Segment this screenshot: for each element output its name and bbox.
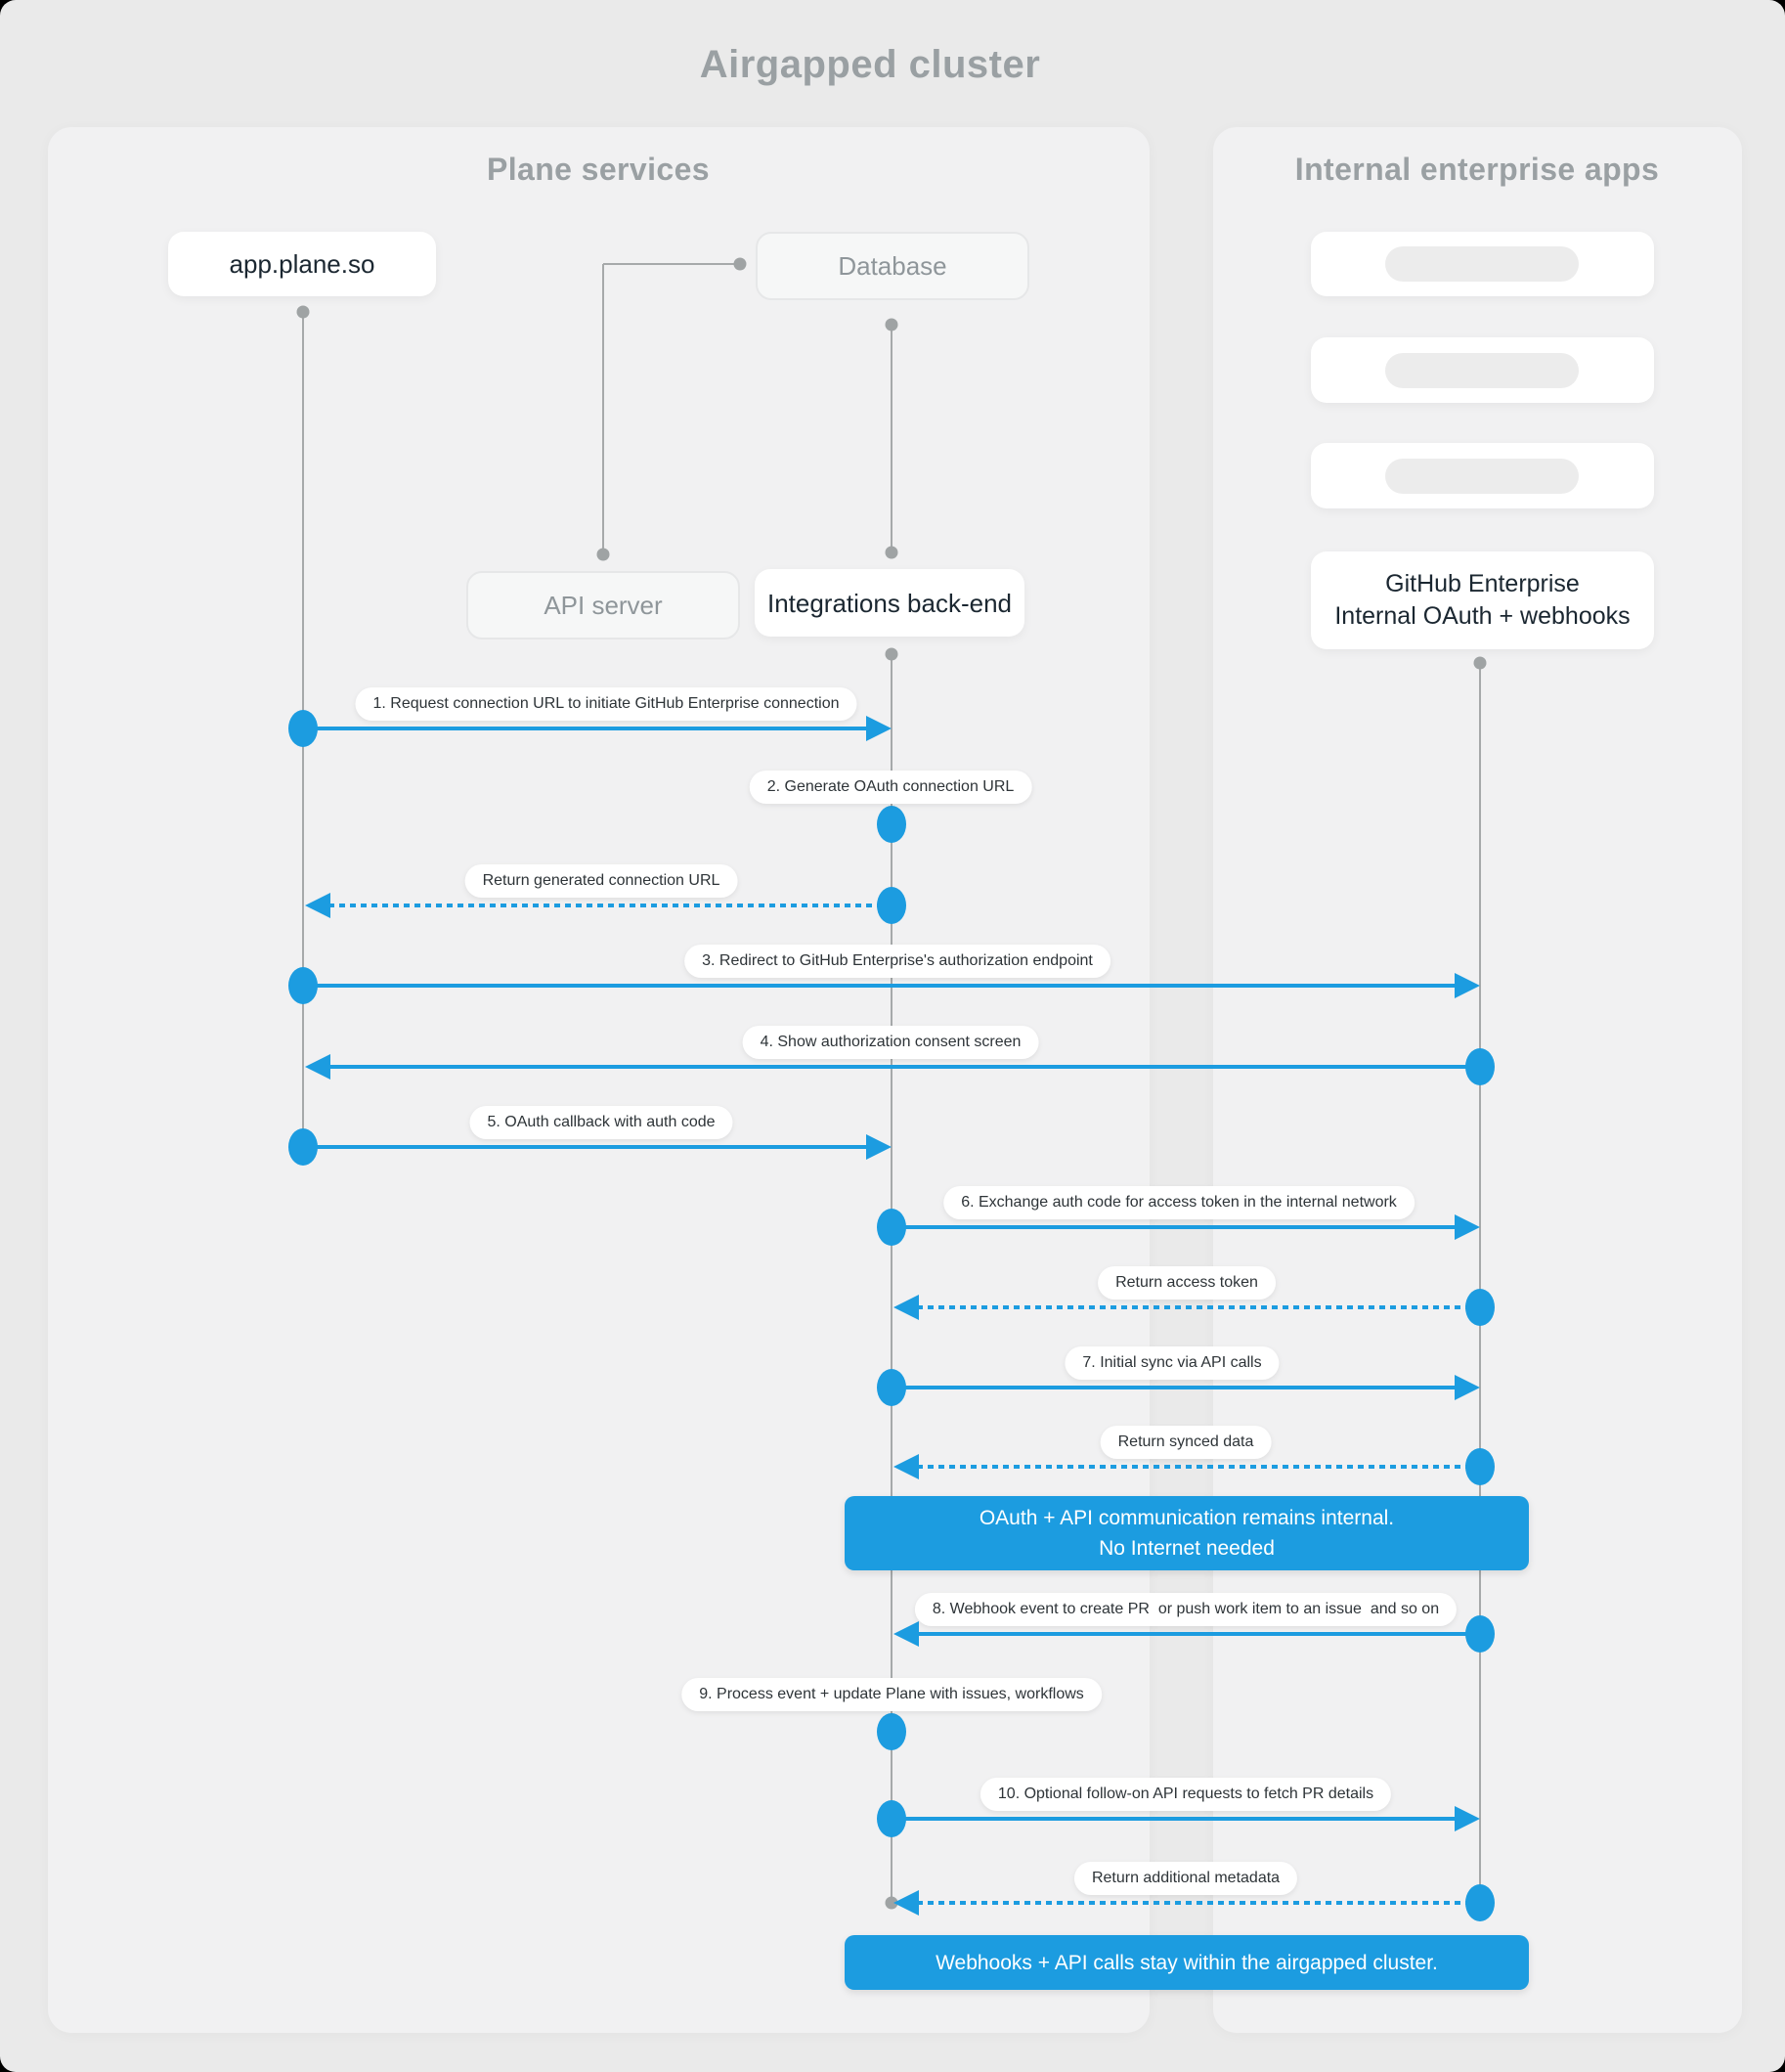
message-arrow-line xyxy=(328,1065,1480,1069)
message-arrow-line xyxy=(303,727,866,730)
node-label: API server xyxy=(544,591,663,620)
connector-dot xyxy=(885,647,898,661)
arrowhead-left-icon xyxy=(893,1890,919,1916)
arrowhead-right-icon xyxy=(1455,973,1480,998)
message-origin-dot xyxy=(1465,1884,1495,1921)
message-origin-dot xyxy=(1465,1289,1495,1326)
arrowhead-right-icon xyxy=(1455,1375,1480,1400)
banner-line2: No Internet needed xyxy=(1099,1537,1275,1560)
message-origin-dot xyxy=(1465,1048,1495,1085)
message-label: 4. Show authorization consent screen xyxy=(742,1026,1039,1059)
panel-title-plane-services: Plane services xyxy=(487,152,710,187)
arrowhead-right-icon xyxy=(866,716,892,741)
page-title: Airgapped cluster xyxy=(699,43,1041,86)
message-arrow-line xyxy=(892,1225,1455,1229)
message-origin-dot xyxy=(877,887,906,924)
message-arrow-line xyxy=(328,904,892,907)
connector-dot xyxy=(1473,656,1487,670)
connector-api-server-database-horizontal xyxy=(603,263,740,265)
arrowhead-left-icon xyxy=(305,893,330,918)
message-arrow-line xyxy=(917,1465,1480,1469)
panel-title-internal-enterprise-apps: Internal enterprise apps xyxy=(1294,152,1660,187)
node-github-enterprise: GitHub Enterprise Internal OAuth + webho… xyxy=(1311,551,1654,649)
arrowhead-left-icon xyxy=(893,1295,919,1320)
message-origin-dot xyxy=(288,1128,318,1166)
message-label: 8. Webhook event to create PR or push wo… xyxy=(914,1593,1458,1626)
placeholder-pill xyxy=(1385,353,1579,388)
message-origin-dot xyxy=(877,1800,906,1837)
arrowhead-right-icon xyxy=(1455,1806,1480,1831)
message-label: 5. OAuth callback with auth code xyxy=(469,1106,733,1139)
node-label: app.plane.so xyxy=(229,249,375,279)
message-arrow-line xyxy=(303,1145,866,1149)
lifeline-github-enterprise xyxy=(1479,663,1481,1903)
node-app-plane-so: app.plane.so xyxy=(168,232,436,296)
message-label: Return access token xyxy=(1098,1266,1276,1300)
message-label: Return additional metadata xyxy=(1073,1862,1298,1895)
message-label: 9. Process event + update Plane with iss… xyxy=(681,1678,1102,1711)
arrowhead-left-icon xyxy=(893,1454,919,1479)
arrowhead-right-icon xyxy=(1455,1214,1480,1240)
message-label: 2. Generate OAuth connection URL xyxy=(749,771,1032,804)
message-self-dot xyxy=(877,1713,906,1750)
node-label: Integrations back-end xyxy=(766,588,1013,618)
connector-dot xyxy=(733,257,747,271)
placeholder-pill xyxy=(1385,246,1579,282)
node-database: Database xyxy=(756,232,1029,300)
message-arrow-line xyxy=(892,1817,1455,1821)
node-label-line2: Internal OAuth + webhooks xyxy=(1334,602,1631,630)
lifeline-integrations-backend xyxy=(891,654,892,1903)
message-label: 1. Request connection URL to initiate Gi… xyxy=(355,687,857,721)
connector-dot xyxy=(296,305,310,319)
banner-line1: OAuth + API communication remains intern… xyxy=(979,1507,1395,1529)
message-arrow-line xyxy=(917,1305,1480,1309)
message-origin-dot xyxy=(877,1209,906,1246)
message-arrow-line xyxy=(303,984,1455,988)
message-label: 3. Redirect to GitHub Enterprise's autho… xyxy=(684,945,1110,978)
message-origin-dot xyxy=(1465,1615,1495,1653)
banner-internal-note: OAuth + API communication remains intern… xyxy=(845,1496,1529,1570)
message-arrow-line xyxy=(892,1386,1455,1389)
connector-dot xyxy=(596,548,610,561)
node-integrations-backend: Integrations back-end xyxy=(755,569,1024,637)
lifeline-database xyxy=(891,325,892,552)
message-origin-dot xyxy=(877,1369,906,1406)
banner-line1: Webhooks + API calls stay within the air… xyxy=(936,1951,1438,1974)
connector-dot xyxy=(885,546,898,559)
node-label-line1: GitHub Enterprise xyxy=(1385,570,1580,597)
message-origin-dot xyxy=(288,710,318,747)
connector-api-server-database-vertical xyxy=(602,264,604,554)
message-label: 10. Optional follow-on API requests to f… xyxy=(980,1778,1392,1811)
arrowhead-left-icon xyxy=(305,1054,330,1080)
message-label: Return generated connection URL xyxy=(464,864,738,898)
connector-dot xyxy=(885,318,898,331)
node-label: Database xyxy=(838,251,947,281)
message-label: 6. Exchange auth code for access token i… xyxy=(943,1186,1415,1219)
arrowhead-right-icon xyxy=(866,1134,892,1160)
message-label: Return synced data xyxy=(1100,1426,1272,1459)
message-origin-dot xyxy=(288,967,318,1004)
message-arrow-line xyxy=(917,1901,1480,1905)
node-api-server: API server xyxy=(466,571,740,639)
placeholder-pill xyxy=(1385,459,1579,494)
banner-webhook-note: Webhooks + API calls stay within the air… xyxy=(845,1935,1529,1990)
panel-plane-services xyxy=(48,127,1150,2033)
message-label: 7. Initial sync via API calls xyxy=(1065,1346,1280,1380)
message-origin-dot xyxy=(1465,1448,1495,1485)
message-self-dot xyxy=(877,806,906,843)
message-arrow-line xyxy=(917,1632,1480,1636)
arrowhead-left-icon xyxy=(893,1621,919,1647)
